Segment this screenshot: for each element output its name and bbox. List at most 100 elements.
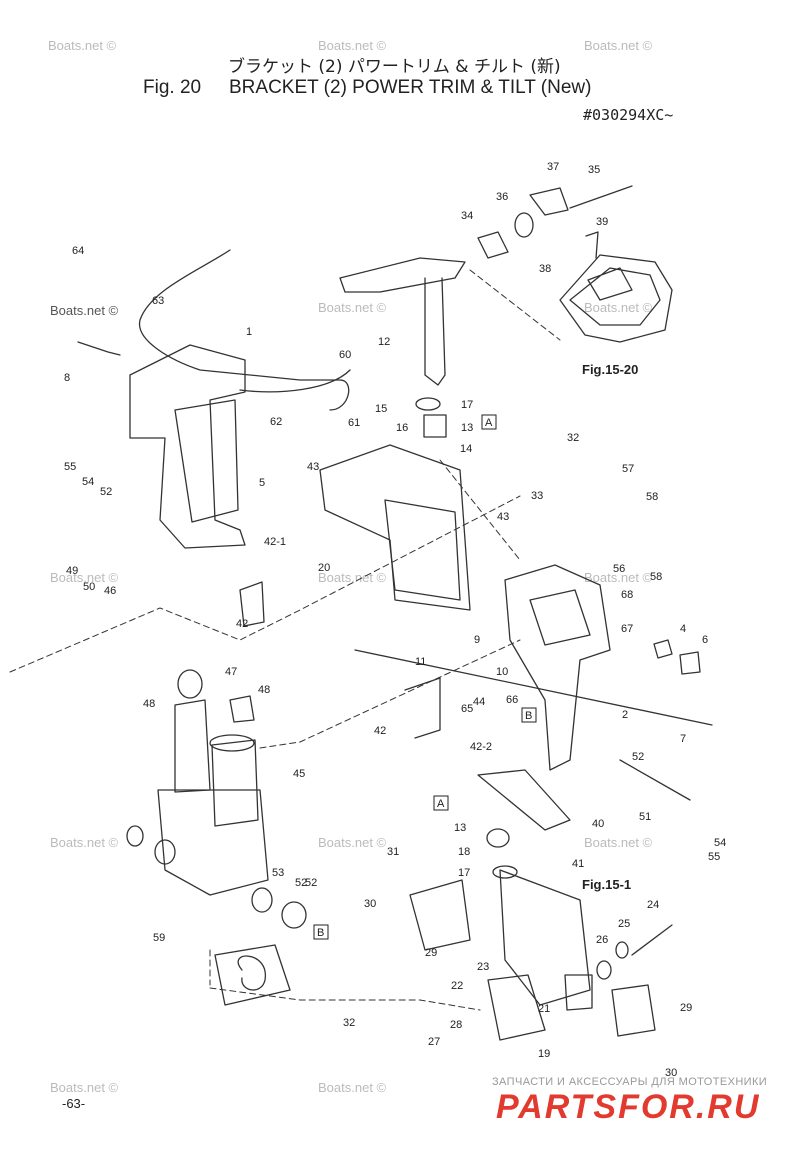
- watermark: Boats.net ©: [584, 570, 653, 585]
- box-b-right-label: B: [525, 710, 532, 722]
- watermark: Boats.net ©: [50, 1080, 119, 1095]
- motor-cap: [209, 734, 255, 752]
- callout-29: 29: [680, 1002, 692, 1014]
- callout-16: 16: [396, 422, 408, 434]
- callout-60: 60: [339, 349, 351, 361]
- steering-shaft: [424, 277, 446, 386]
- watermark: Boats.net ©: [318, 300, 387, 315]
- washer-25: [615, 941, 629, 959]
- washer-36: [514, 212, 534, 238]
- bracket-42-lower: [239, 581, 265, 627]
- swivel-bracket: [319, 444, 471, 611]
- hose-detail: [214, 944, 291, 1006]
- bracket-42: [404, 677, 441, 739]
- clamp-bracket-2: [504, 564, 611, 771]
- watermark: Boats.net ©: [50, 835, 119, 850]
- box-a-upper: [481, 414, 497, 430]
- callout-32: 32: [567, 432, 579, 444]
- clamp-bracket-2-cutout: [529, 589, 591, 646]
- callout-58: 58: [646, 491, 658, 503]
- tilt-motor: [211, 739, 259, 827]
- shaft-51: [619, 759, 691, 801]
- callout-12: 12: [378, 336, 390, 348]
- callout-55: 55: [708, 851, 720, 863]
- box-b-right: [521, 707, 537, 723]
- fig-15-20-detail: [569, 267, 661, 326]
- callout-42-2: 42-2: [470, 741, 492, 753]
- callout-5: 5: [259, 477, 265, 489]
- callout-28: 28: [450, 1019, 462, 1031]
- serial-range: #030294XC~: [583, 106, 674, 124]
- pin-8: [77, 341, 121, 356]
- cable-60: [239, 369, 351, 393]
- callout-45: 45: [293, 768, 305, 780]
- box-b-left-label: B: [317, 927, 324, 939]
- callout-31: 31: [387, 846, 399, 858]
- clamp-bracket-1: [129, 344, 246, 549]
- box-a-lower: [433, 795, 449, 811]
- callout-47: 47: [225, 666, 237, 678]
- bolt-24: [631, 924, 673, 956]
- plate-29-right: [611, 984, 656, 1037]
- store-caption: ЗАПЧАСТИ И АКСЕССУАРЫ ДЛЯ МОТОТЕХНИКИ: [492, 1076, 768, 1088]
- callout-11: 11: [415, 656, 426, 668]
- callout-52: 52: [100, 486, 112, 498]
- callout-40: 40: [592, 818, 604, 830]
- callout-21: 21: [538, 1003, 550, 1015]
- callout-64: 64: [72, 245, 84, 257]
- callout-55: 55: [64, 461, 76, 473]
- bushing-34: [477, 231, 509, 259]
- callout-63: 63: [152, 295, 164, 307]
- callout-52: 52: [632, 751, 644, 763]
- bushing-52-right: [281, 901, 307, 929]
- bushing-22: [487, 974, 546, 1041]
- callout-46: 46: [104, 585, 116, 597]
- callout-48: 48: [143, 698, 155, 710]
- callout-36: 36: [496, 191, 508, 203]
- callout-9: 9: [474, 634, 480, 646]
- callout-56: 56: [613, 563, 625, 575]
- callout-42-1: 42-1: [264, 536, 286, 548]
- callout-52: 52: [305, 877, 317, 889]
- callout-29: 29: [425, 947, 437, 959]
- callout-27: 27: [428, 1036, 440, 1048]
- callout-68: 68: [621, 589, 633, 601]
- callout-39: 39: [596, 216, 608, 228]
- bushing-21: [564, 974, 593, 1011]
- fig-15-20-ref: Fig.15-20: [582, 362, 638, 377]
- callout-17: 17: [458, 867, 470, 879]
- watermark: Boats.net ©: [318, 835, 387, 850]
- callout-51: 51: [639, 811, 651, 823]
- box-b-left: [313, 924, 329, 940]
- callout-44: 44: [473, 696, 485, 708]
- pump-body: [157, 789, 269, 896]
- callout-30: 30: [665, 1067, 677, 1079]
- bushing-13: [423, 414, 447, 438]
- bushing-52-left: [126, 825, 144, 847]
- callout-38: 38: [539, 263, 551, 275]
- washer-26: [596, 960, 612, 980]
- watermark: Boats.net ©: [48, 38, 117, 53]
- callout-43: 43: [497, 511, 509, 523]
- callout-49: 49: [66, 565, 78, 577]
- reference-boxes: A B A B: [313, 414, 537, 940]
- callout-58: 58: [650, 571, 662, 583]
- callout-30: 30: [364, 898, 376, 910]
- callout-23: 23: [477, 961, 489, 973]
- steering-arm: [339, 257, 466, 293]
- callout-8: 8: [64, 372, 70, 384]
- part-drawings: [9, 185, 713, 1041]
- bolt-35: [569, 185, 633, 209]
- swivel-bracket-face: [384, 499, 461, 601]
- fig-15-1-assembly: [499, 869, 591, 1006]
- callout-41: 41: [572, 858, 584, 870]
- shaft-7: [354, 649, 713, 726]
- callout-32: 32: [343, 1017, 355, 1029]
- bushing-13-lower: [486, 828, 510, 848]
- callout-59: 59: [153, 932, 165, 944]
- plate-29-left: [409, 879, 471, 951]
- nut-4: [653, 639, 673, 659]
- watermark: Boats.net ©: [584, 38, 653, 53]
- page-number: -63-: [62, 1096, 86, 1111]
